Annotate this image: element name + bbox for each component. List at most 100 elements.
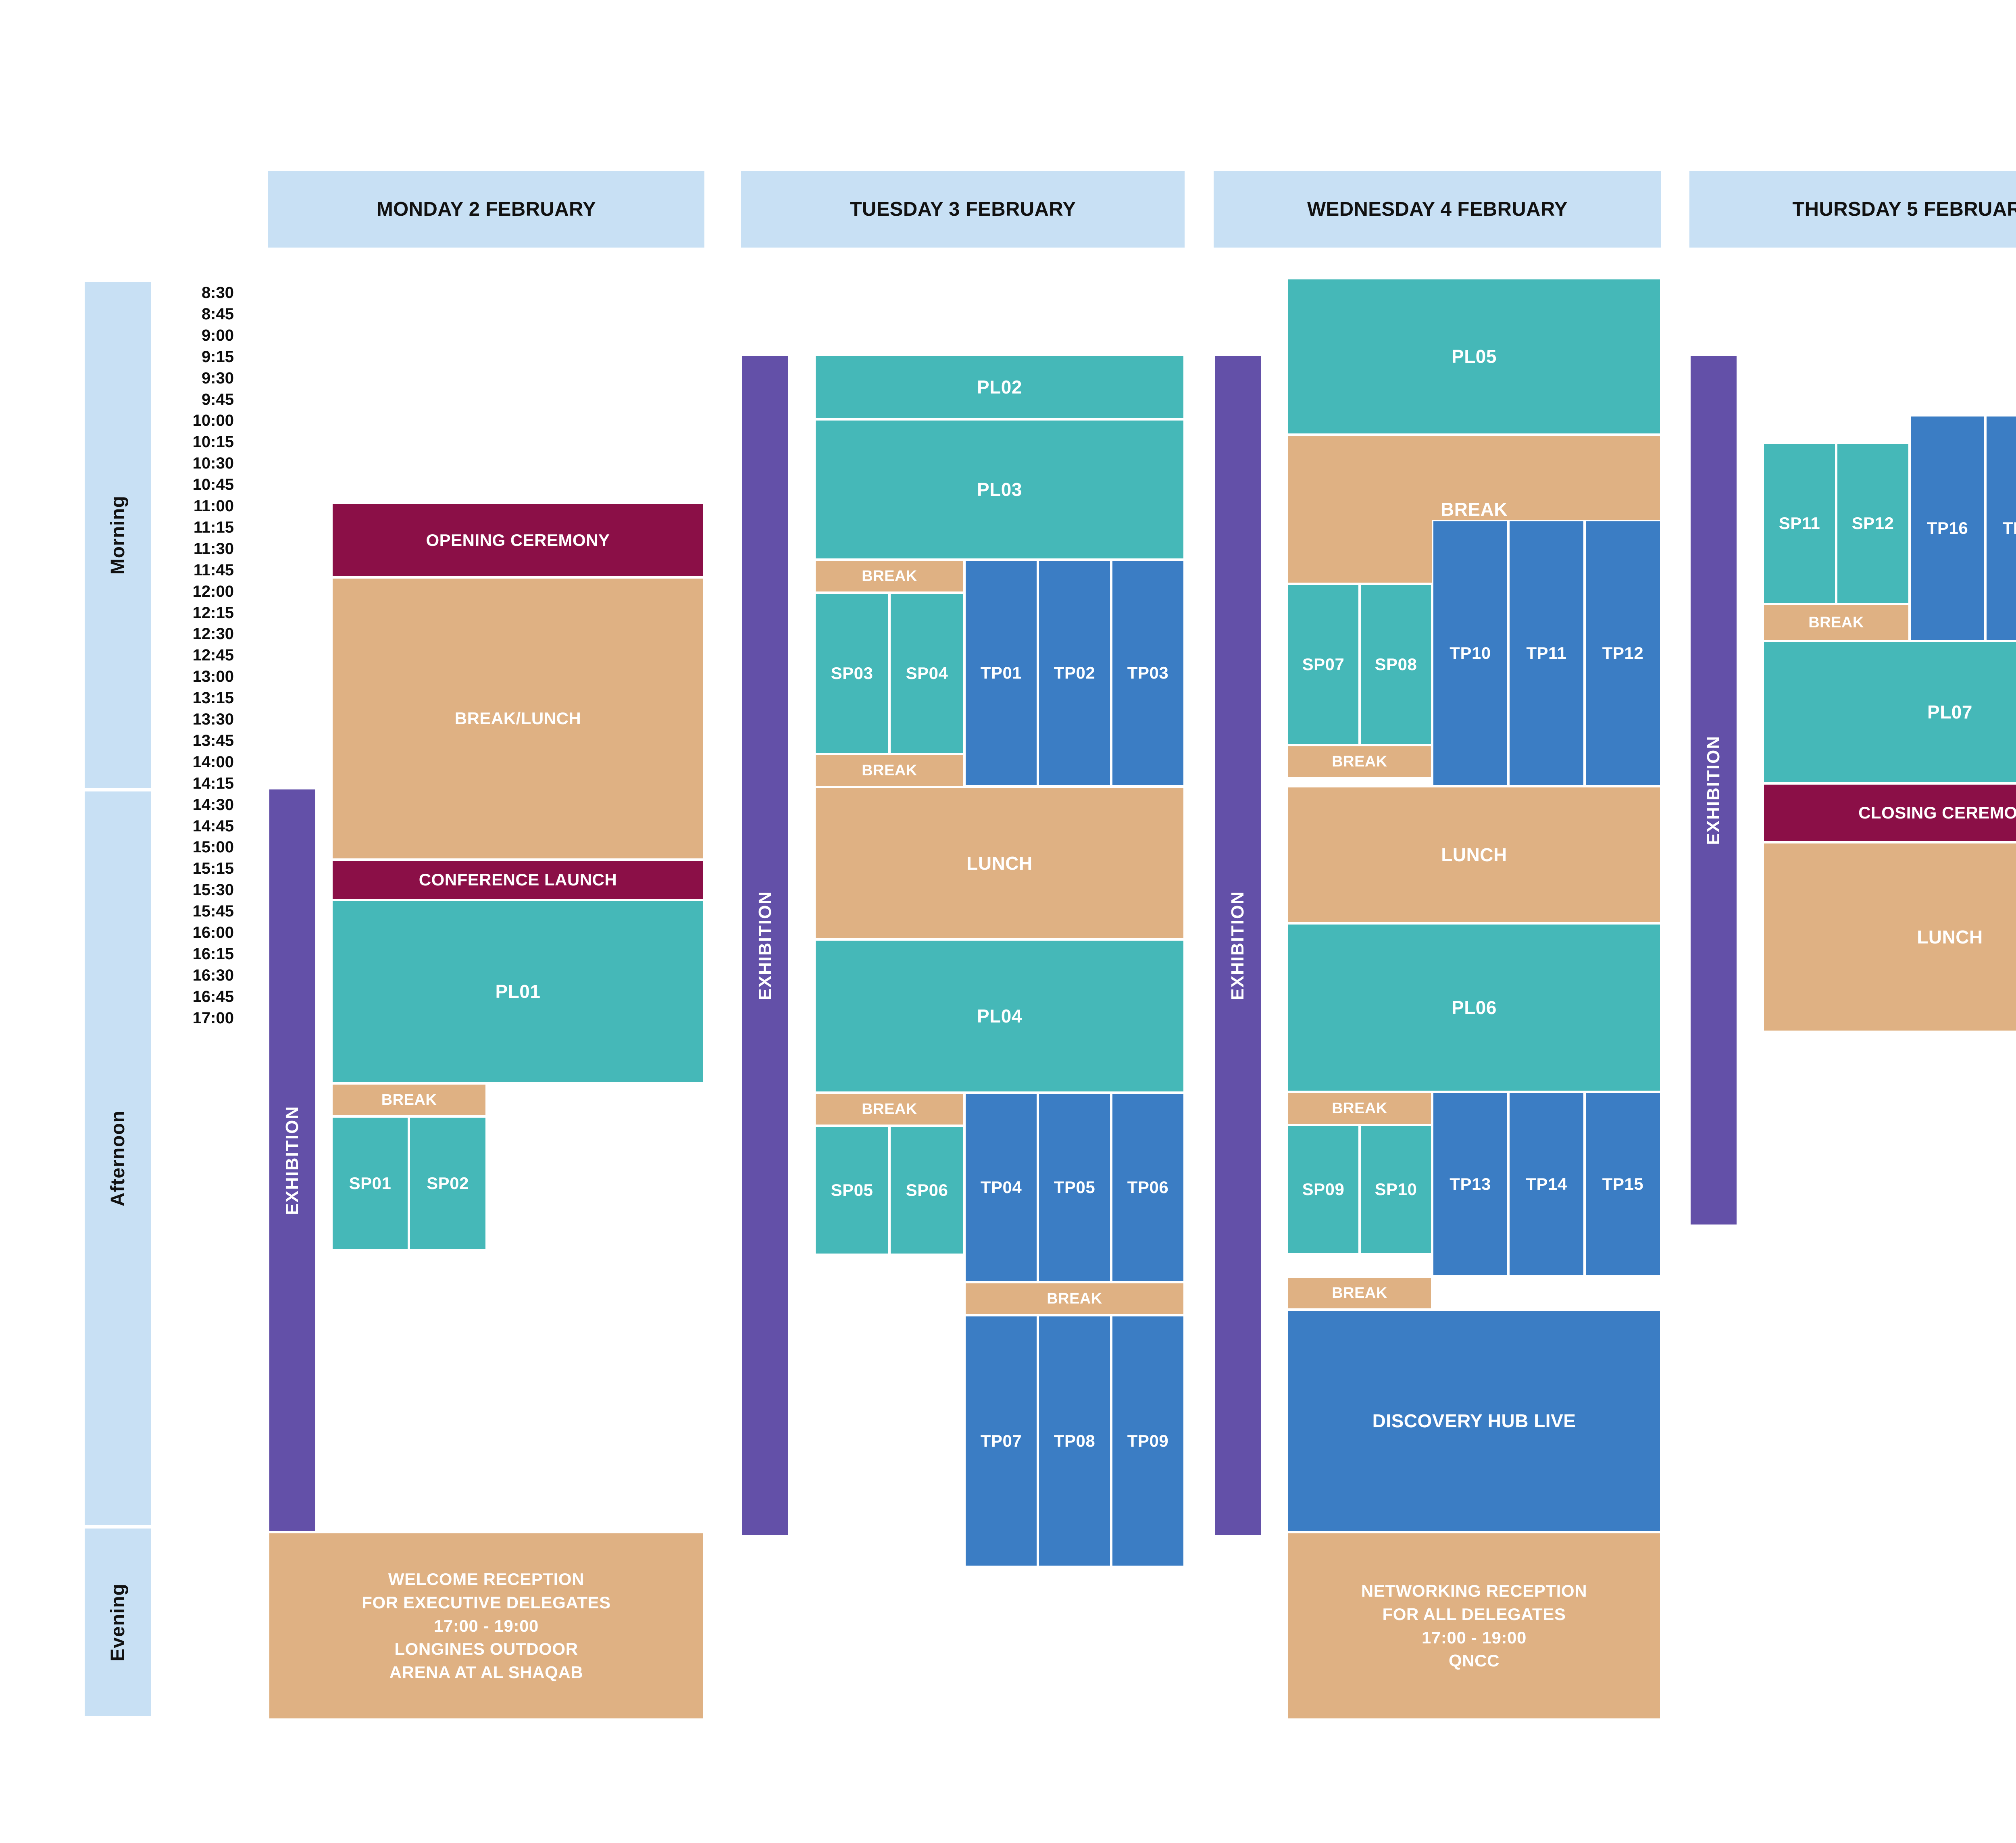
tuesday-break-1-label: BREAK [862, 567, 917, 585]
time-tick-left-13-00: 13:00 [192, 668, 234, 686]
thursday-lunch-label: LUNCH [1917, 926, 1983, 948]
monday-opening-ceremony[interactable]: OPENING CEREMONY [331, 503, 704, 577]
tuesday-tp05[interactable]: TP05 [1038, 1093, 1111, 1282]
wednesday-tp13[interactable]: TP13 [1432, 1092, 1508, 1277]
wednesday-break-2[interactable]: BREAK [1287, 745, 1432, 778]
tuesday-sp06[interactable]: SP06 [889, 1126, 964, 1255]
thursday-sp11[interactable]: SP11 [1763, 443, 1836, 604]
time-tick-left-14-00: 14:00 [192, 753, 234, 771]
time-tick-left-11-00: 11:00 [193, 497, 234, 515]
wednesday-pl05-label: PL05 [1452, 346, 1497, 367]
wednesday-reception-line-4: QNCC [1448, 1651, 1500, 1670]
monday-sp01[interactable]: SP01 [331, 1116, 409, 1250]
wednesday-sp09-label: SP09 [1302, 1180, 1345, 1199]
wednesday-tp14[interactable]: TP14 [1508, 1092, 1585, 1277]
monday-sp02[interactable]: SP02 [409, 1116, 487, 1250]
tuesday-sp04[interactable]: SP04 [889, 593, 964, 754]
wednesday-tp11[interactable]: TP11 [1508, 520, 1585, 786]
wednesday-sp10[interactable]: SP10 [1360, 1125, 1432, 1254]
thursday-closing-ceremony[interactable]: CLOSING CEREMONY [1763, 783, 2016, 842]
wednesday-discovery-hub-label: DISCOVERY HUB LIVE [1372, 1410, 1576, 1431]
time-tick-left-14-45: 14:45 [192, 817, 234, 835]
tuesday-break-3[interactable]: BREAK [814, 1093, 964, 1126]
tuesday-tp07[interactable]: TP07 [964, 1315, 1038, 1567]
time-tick-left-16-30: 16:30 [192, 966, 234, 984]
tuesday-tp08[interactable]: TP08 [1038, 1315, 1111, 1567]
monday-exhibition-label: EXHIBITION [282, 1105, 302, 1215]
wednesday-break-4[interactable]: BREAK [1287, 1277, 1432, 1310]
monday-conference-launch[interactable]: CONFERENCE LAUNCH [331, 860, 704, 900]
tuesday-tp03[interactable]: TP03 [1111, 560, 1185, 786]
thursday-lunch[interactable]: LUNCH [1763, 842, 2016, 1032]
wednesday-tp12[interactable]: TP12 [1585, 520, 1661, 786]
period-label-evening-left: Evening [107, 1583, 129, 1662]
wednesday-tp10-label: TP10 [1450, 643, 1491, 663]
tuesday-lunch[interactable]: LUNCH [814, 787, 1185, 939]
thursday-pl07[interactable]: PL07 [1763, 641, 2016, 783]
monday-break-lunch[interactable]: BREAK/LUNCH [331, 577, 704, 860]
day-header-thursday-label: THURSDAY 5 FEBRUARY [1792, 198, 2016, 220]
time-tick-left-15-00: 15:00 [192, 838, 234, 856]
tuesday-tp09[interactable]: TP09 [1111, 1315, 1185, 1567]
time-tick-left-8-45: 8:45 [201, 305, 234, 323]
tuesday-tp03-label: TP03 [1127, 663, 1169, 683]
thursday-closing-ceremony-label: CLOSING CEREMONY [1858, 803, 2016, 823]
tuesday-exhibition-label: EXHIBITION [755, 891, 775, 1000]
wednesday-break-3[interactable]: BREAK [1287, 1092, 1432, 1125]
time-tick-left-12-00: 12:00 [192, 582, 234, 600]
wednesday-tp15[interactable]: TP15 [1585, 1092, 1661, 1277]
tuesday-tp07-label: TP07 [980, 1431, 1022, 1451]
wednesday-discovery-hub-live[interactable]: DISCOVERY HUB LIVE [1287, 1310, 1661, 1532]
tuesday-tp02[interactable]: TP02 [1038, 560, 1111, 786]
tuesday-break-4[interactable]: BREAK [964, 1282, 1185, 1315]
monday-reception-line-3: 17:00 - 19:00 [434, 1616, 539, 1635]
time-tick-left-14-30: 14:30 [192, 796, 234, 814]
wednesday-pl05[interactable]: PL05 [1287, 278, 1661, 435]
wednesday-sp10-label: SP10 [1375, 1180, 1417, 1199]
wednesday-sp09[interactable]: SP09 [1287, 1125, 1360, 1254]
tuesday-exhibition-bar[interactable]: EXHIBITION [741, 355, 789, 1536]
monday-exhibition-bar[interactable]: EXHIBITION [268, 788, 317, 1532]
wednesday-sp07[interactable]: SP07 [1287, 584, 1360, 745]
tuesday-pl03[interactable]: PL03 [814, 419, 1185, 560]
time-tick-left-10-00: 10:00 [192, 412, 234, 430]
tuesday-tp04-label: TP04 [980, 1178, 1022, 1197]
wednesday-sp08[interactable]: SP08 [1360, 584, 1432, 745]
thursday-exhibition-bar[interactable]: EXHIBITION [1689, 355, 1738, 1226]
tuesday-break-2[interactable]: BREAK [814, 754, 964, 787]
period-band-afternoon-left: Afternoon [85, 791, 151, 1525]
tuesday-pl03-label: PL03 [977, 479, 1022, 500]
wednesday-tp15-label: TP15 [1602, 1175, 1644, 1194]
wednesday-tp10[interactable]: TP10 [1432, 520, 1508, 786]
thursday-break-1[interactable]: BREAK [1763, 604, 1910, 641]
tuesday-sp05[interactable]: SP05 [814, 1126, 889, 1255]
thursday-tp17[interactable]: TP17 [1985, 415, 2016, 641]
tuesday-tp01-label: TP01 [980, 663, 1022, 683]
wednesday-networking-reception[interactable]: NETWORKING RECEPTION FOR ALL DELEGATES 1… [1287, 1532, 1661, 1720]
time-tick-left-9-30: 9:30 [201, 369, 234, 387]
wednesday-exhibition-bar[interactable]: EXHIBITION [1214, 355, 1262, 1536]
tuesday-break-1[interactable]: BREAK [814, 560, 964, 593]
monday-opening-ceremony-label: OPENING CEREMONY [426, 530, 610, 550]
monday-pl01[interactable]: PL01 [331, 900, 704, 1083]
tuesday-tp01[interactable]: TP01 [964, 560, 1038, 786]
monday-welcome-reception[interactable]: WELCOME RECEPTION FOR EXECUTIVE DELEGATE… [268, 1532, 704, 1720]
tuesday-tp06-label: TP06 [1127, 1178, 1169, 1197]
tuesday-pl04[interactable]: PL04 [814, 939, 1185, 1093]
wednesday-pl06[interactable]: PL06 [1287, 923, 1661, 1092]
tuesday-sp03[interactable]: SP03 [814, 593, 889, 754]
tuesday-tp04[interactable]: TP04 [964, 1093, 1038, 1282]
thursday-tp16[interactable]: TP16 [1910, 415, 1985, 641]
wednesday-break-2-label: BREAK [1332, 753, 1387, 770]
time-tick-left-8-30: 8:30 [201, 284, 234, 302]
wednesday-lunch[interactable]: LUNCH [1287, 786, 1661, 923]
tuesday-break-2-label: BREAK [862, 762, 917, 779]
time-tick-left-12-30: 12:30 [192, 625, 234, 643]
wednesday-reception-line-2: FOR ALL DELEGATES [1382, 1604, 1566, 1624]
monday-break-1[interactable]: BREAK [331, 1083, 487, 1116]
day-header-monday-label: MONDAY 2 FEBRUARY [376, 198, 596, 220]
tuesday-pl02[interactable]: PL02 [814, 355, 1185, 419]
thursday-sp12[interactable]: SP12 [1836, 443, 1910, 604]
time-tick-left-13-45: 13:45 [192, 731, 234, 750]
tuesday-tp06[interactable]: TP06 [1111, 1093, 1185, 1282]
